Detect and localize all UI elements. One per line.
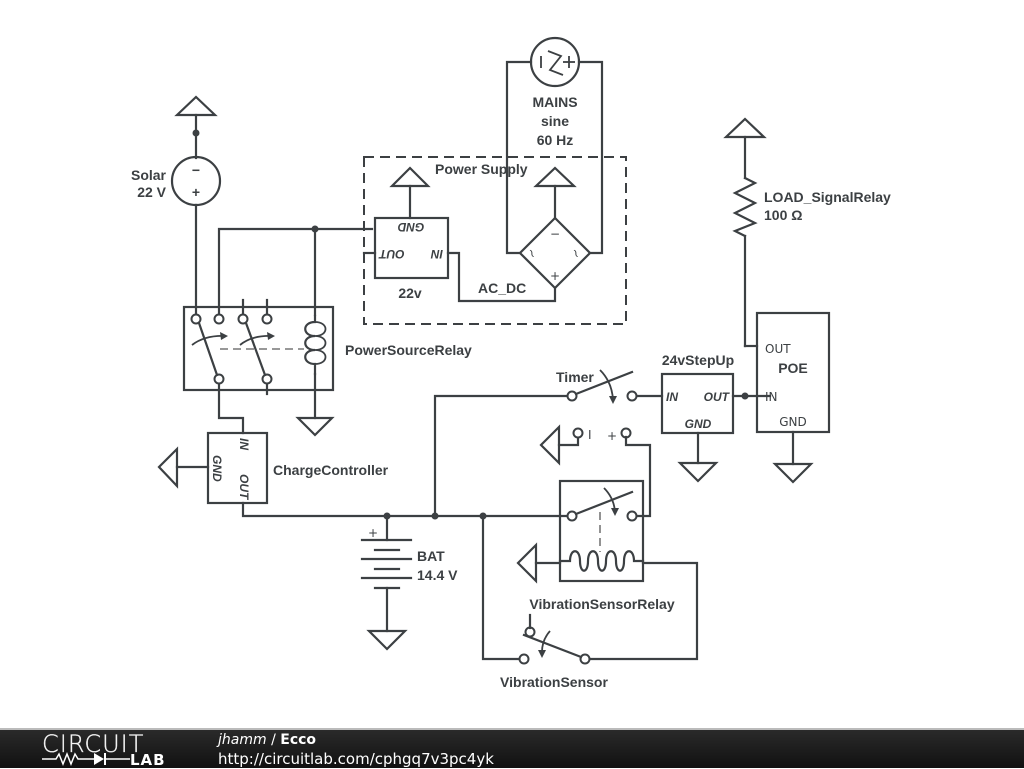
ground-icon [516, 542, 538, 584]
schematic-canvas: − + Solar 22 V Power Supply GND OUT IN 2… [131, 36, 891, 690]
battery[interactable]: + BAT 14.4 V [360, 514, 458, 651]
solar-plus: + [192, 184, 200, 200]
poe-gnd-pin: GND [779, 415, 807, 429]
solar-source[interactable]: − + Solar 22 V [131, 95, 222, 317]
ground-icon [539, 424, 561, 466]
circuitlab-logo[interactable]: CIRCUIT LAB [42, 730, 182, 769]
load-name: LOAD_SignalRelay [764, 189, 891, 205]
separator: / [266, 732, 281, 748]
mains-type: sine [541, 113, 569, 129]
cc-gnd-pin: GND [210, 455, 224, 482]
battery-value: 14.4 V [417, 567, 458, 583]
reg-gnd-pin: GND [397, 220, 424, 234]
gnd-rail-icon [389, 166, 431, 188]
vibration-relay-label: VibrationSensorRelay [529, 596, 674, 612]
load-resistor[interactable]: LOAD_SignalRelay 100 Ω [723, 117, 891, 348]
mains-source[interactable]: MAINS sine 60 Hz [529, 36, 581, 148]
project-url[interactable]: http://circuitlab.com/cphgq7v3pc4yk [218, 750, 494, 768]
svg-text:+: + [550, 269, 560, 283]
charge-controller-label: ChargeController [273, 462, 389, 478]
poe-label: POE [778, 360, 808, 376]
stepup-out-pin: OUT [704, 390, 731, 404]
vibration-sensor[interactable]: VibrationSensor [481, 514, 608, 690]
resistor-diode-icon [42, 752, 130, 766]
power-source-relay[interactable]: PowerSourceRelay [182, 305, 472, 437]
svg-text:~: ~ [568, 246, 585, 260]
ground-icon [677, 461, 719, 483]
stepup-in-pin: IN [666, 390, 678, 404]
mains-frequency: 60 Hz [537, 132, 574, 148]
reg-in-pin: IN [431, 247, 443, 261]
regulator-label: 22v [398, 285, 422, 301]
power-supply-title: Power Supply [435, 161, 528, 177]
author-line: jhamm / Ecco [218, 732, 316, 748]
solar-name: Solar [131, 167, 167, 183]
vcc-rail-icon [174, 95, 218, 117]
ground-icon [772, 462, 814, 484]
charge-controller[interactable]: IN GND OUT ChargeController [157, 431, 389, 505]
stepup-label: 24vStepUp [662, 352, 734, 368]
ground-icon [157, 446, 179, 489]
solar-minus: − [192, 162, 200, 178]
timer-switch[interactable]: Timer I + [433, 369, 664, 518]
stepup-converter[interactable]: 24vStepUp IN OUT GND [660, 352, 772, 483]
vibration-sensor-relay[interactable]: VibrationSensorRelay [516, 479, 699, 661]
vibration-sensor-label: VibrationSensor [500, 674, 608, 690]
project-name[interactable]: Ecco [280, 732, 317, 748]
poe-out-pin: OUT [765, 342, 791, 356]
bridge-rectifier [518, 216, 592, 290]
stepup-gnd-pin: GND [685, 417, 712, 431]
poe-block[interactable]: OUT POE IN GND [755, 311, 831, 484]
rectifier-label: AC_DC [478, 280, 526, 296]
footer-bar: CIRCUIT LAB jhamm / Ecco http://circuitl… [0, 728, 1024, 769]
author-link[interactable]: jhamm [218, 732, 267, 748]
load-value: 100 Ω [764, 207, 802, 223]
svg-text:+: + [368, 526, 378, 540]
mains-name: MAINS [532, 94, 577, 110]
svg-text:+: + [607, 429, 617, 443]
battery-name: BAT [417, 548, 445, 564]
power-supply-block[interactable]: Power Supply GND OUT IN 22v AC_DC − + ~ … [362, 60, 627, 325]
ground-icon [295, 416, 335, 437]
gnd-rail-icon [533, 166, 577, 188]
solar-value: 22 V [137, 184, 166, 200]
svg-text:I: I [588, 428, 592, 442]
reg-out-pin: OUT [378, 247, 405, 261]
cc-out-pin: OUT [237, 474, 251, 501]
svg-text:~: ~ [524, 246, 541, 260]
poe-in-pin: IN [765, 390, 778, 404]
svg-text:−: − [550, 227, 560, 241]
ground-icon [366, 629, 408, 651]
vcc-rail-icon [723, 117, 767, 139]
cc-in-pin: IN [237, 438, 251, 450]
logo-lab-text: LAB [130, 751, 166, 769]
timer-label: Timer [556, 369, 594, 385]
power-source-relay-label: PowerSourceRelay [345, 342, 472, 358]
